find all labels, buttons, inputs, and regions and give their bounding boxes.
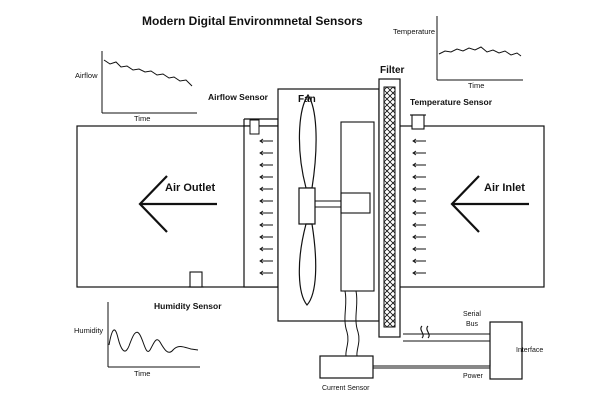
temperature-series-line <box>438 46 522 57</box>
current-sensor-box <box>319 355 374 379</box>
airflow-arrows-inlet-side <box>412 138 426 276</box>
interface-box <box>489 321 523 380</box>
diagram-title: Modern Digital Environmnetal Sensors <box>142 14 363 28</box>
filter-label: Filter <box>380 65 405 76</box>
interface-label: Interface <box>516 347 543 354</box>
serial-bus-label-line2: Bus <box>466 321 479 328</box>
humidity-sensor-probe <box>189 271 203 288</box>
airflow-sensor-housing <box>243 125 279 288</box>
temperature-chart <box>436 16 523 81</box>
current-sensor-wires <box>344 290 360 357</box>
serial-bus-lines <box>403 325 490 342</box>
temperature-sensor-label: Temperature Sensor <box>410 97 493 107</box>
temperature-sensor-probe <box>411 114 425 130</box>
airflow-arrows-outlet-side <box>259 138 273 276</box>
air-inlet-arrow <box>450 175 529 233</box>
serial-bus-label-line1: Serial <box>463 311 481 318</box>
air-outlet-label: Air Outlet <box>165 182 215 194</box>
current-sensor-label: Current Sensor <box>322 385 370 392</box>
airflow-chart-xlabel: Time <box>134 114 150 123</box>
humidity-chart <box>107 302 200 368</box>
power-label: Power <box>463 373 484 380</box>
airflow-sensor-probe <box>249 119 260 135</box>
air-outlet-arrow <box>138 175 217 233</box>
air-inlet-label: Air Inlet <box>484 182 525 194</box>
fan-blades <box>298 93 317 306</box>
temperature-chart-xlabel: Time <box>468 81 484 90</box>
airflow-sensor-label: Airflow Sensor <box>208 92 269 102</box>
airflow-series-line <box>103 59 193 87</box>
fan-housing <box>277 88 380 322</box>
humidity-sensor-label: Humidity Sensor <box>154 301 222 311</box>
airflow-chart-ylabel: Airflow <box>75 71 98 80</box>
filter-media <box>383 86 396 328</box>
fan-label: Fan <box>298 94 316 105</box>
humidity-chart-xlabel: Time <box>134 369 150 378</box>
fan-hub <box>340 192 371 214</box>
humidity-chart-ylabel: Humidity <box>74 326 103 335</box>
humidity-series-line <box>108 329 199 353</box>
temperature-chart-ylabel: Temperature <box>393 27 435 36</box>
airflow-chart <box>101 51 197 114</box>
